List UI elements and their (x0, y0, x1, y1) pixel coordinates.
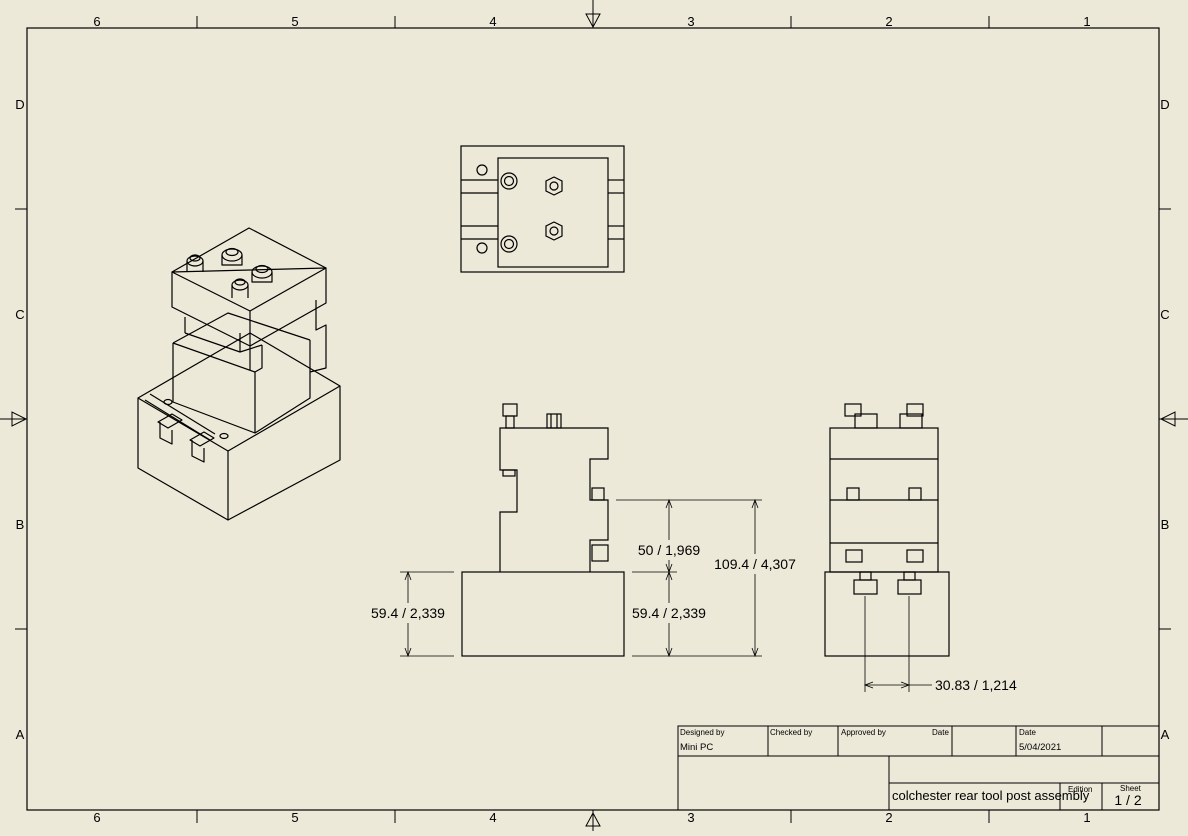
col-label-top-5: 5 (291, 14, 298, 29)
row-label-left-b: B (16, 517, 25, 532)
row-label-left-d: D (15, 97, 24, 112)
date-value: 5/04/2021 (1019, 742, 1061, 753)
dimension-texts: 59.4 / 2,339 59.4 / 2,339 50 / 1,969 109… (368, 540, 1017, 693)
date-label: Date (1019, 728, 1036, 737)
checked-by-label: Checked by (770, 728, 812, 737)
front-view (461, 403, 625, 657)
col-label-top-1: 1 (1083, 14, 1090, 29)
dim-bolt-spacing: 30.83 / 1,214 (935, 677, 1017, 693)
drawing-title: colchester rear tool post assembly (892, 788, 1090, 803)
col-label-bottom-2: 2 (885, 810, 892, 825)
dim-total-height: 109.4 / 4,307 (714, 556, 796, 572)
col-label-bottom-6: 6 (93, 810, 100, 825)
title-block: Designed by Mini PC Checked by Approved … (677, 725, 1160, 811)
edition-label: Edition (1068, 785, 1092, 794)
col-label-top-6: 6 (93, 14, 100, 29)
top-view (460, 145, 625, 273)
row-label-left-a: A (16, 727, 25, 742)
zone-ticks (15, 16, 1171, 823)
col-label-bottom-1: 1 (1083, 810, 1090, 825)
isometric-view (137, 227, 341, 521)
dim-base-height-left: 59.4 / 2,339 (371, 605, 445, 621)
row-label-left-c: C (15, 307, 24, 322)
row-label-right-a: A (1161, 727, 1170, 742)
designed-by-label: Designed by (680, 728, 724, 737)
col-label-top-2: 2 (885, 14, 892, 29)
col-label-top-4: 4 (489, 14, 496, 29)
col-label-bottom-3: 3 (687, 810, 694, 825)
dim-base-height-right: 59.4 / 2,339 (632, 605, 706, 621)
col-label-bottom-5: 5 (291, 810, 298, 825)
approved-by-label: Approved by (841, 728, 886, 737)
approval-date-label: Date (932, 728, 949, 737)
sheet-label: Sheet (1120, 784, 1142, 793)
side-view (824, 403, 950, 657)
zone-labels: 6 5 4 3 2 1 6 5 4 3 2 1 D C B A D C B A (15, 14, 1169, 825)
dimension-lines (400, 498, 932, 692)
col-label-top-3: 3 (687, 14, 694, 29)
dim-upper-height: 50 / 1,969 (638, 542, 700, 558)
row-label-right-d: D (1160, 97, 1169, 112)
designed-by-value: Mini PC (680, 742, 713, 753)
sheet-value: 1 / 2 (1114, 792, 1141, 808)
row-label-right-c: C (1160, 307, 1169, 322)
col-label-bottom-4: 4 (489, 810, 496, 825)
row-label-right-b: B (1161, 517, 1170, 532)
